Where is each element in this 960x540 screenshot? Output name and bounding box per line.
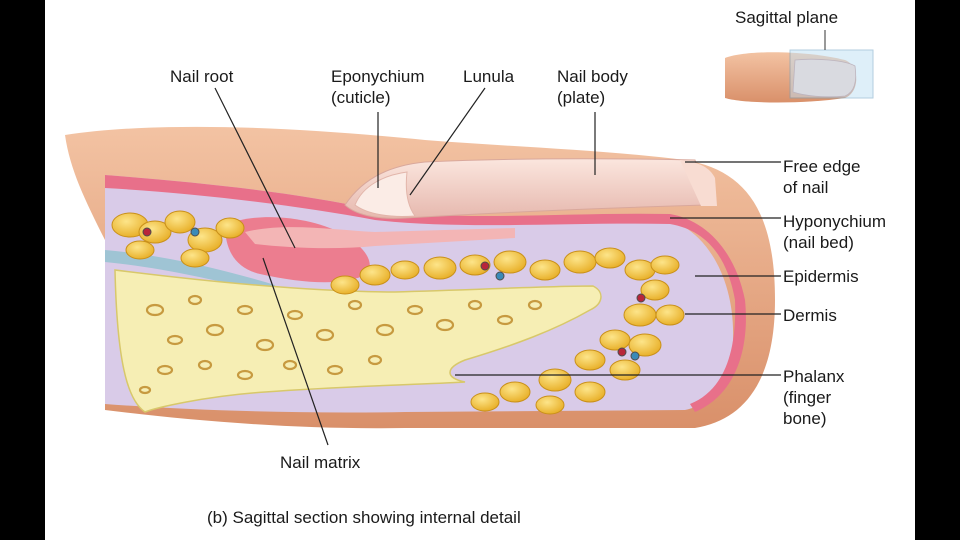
label-nail-matrix: Nail matrix: [280, 452, 360, 473]
label-phalanx-line3: bone): [783, 408, 844, 429]
label-nail-body: Nail body (plate): [557, 66, 628, 108]
label-phalanx: Phalanx (finger bone): [783, 366, 844, 429]
label-hyponychium-line1: Hyponychium: [783, 211, 886, 232]
label-eponychium: Eponychium (cuticle): [331, 66, 425, 108]
label-hyponychium: Hyponychium (nail bed): [783, 211, 886, 253]
label-phalanx-line2: (finger: [783, 387, 844, 408]
label-nail-body-line2: (plate): [557, 87, 628, 108]
label-free-edge-line2: of nail: [783, 177, 861, 198]
label-sagittal-plane: Sagittal plane: [735, 7, 838, 28]
label-hyponychium-line2: (nail bed): [783, 232, 886, 253]
label-free-edge-line1: Free edge: [783, 156, 861, 177]
label-lunula: Lunula: [463, 66, 514, 87]
label-nail-root: Nail root: [170, 66, 233, 87]
label-eponychium-line2: (cuticle): [331, 87, 425, 108]
sagittal-plane-inset: [725, 30, 873, 103]
label-dermis: Dermis: [783, 305, 837, 326]
diagram-slide: Nail root Eponychium (cuticle) Lunula Na…: [45, 0, 915, 540]
label-nail-body-line1: Nail body: [557, 66, 628, 87]
figure-caption: (b) Sagittal section showing internal de…: [207, 508, 521, 528]
label-eponychium-line1: Eponychium: [331, 66, 425, 87]
label-free-edge: Free edge of nail: [783, 156, 861, 198]
label-epidermis: Epidermis: [783, 266, 859, 287]
label-phalanx-line1: Phalanx: [783, 366, 844, 387]
